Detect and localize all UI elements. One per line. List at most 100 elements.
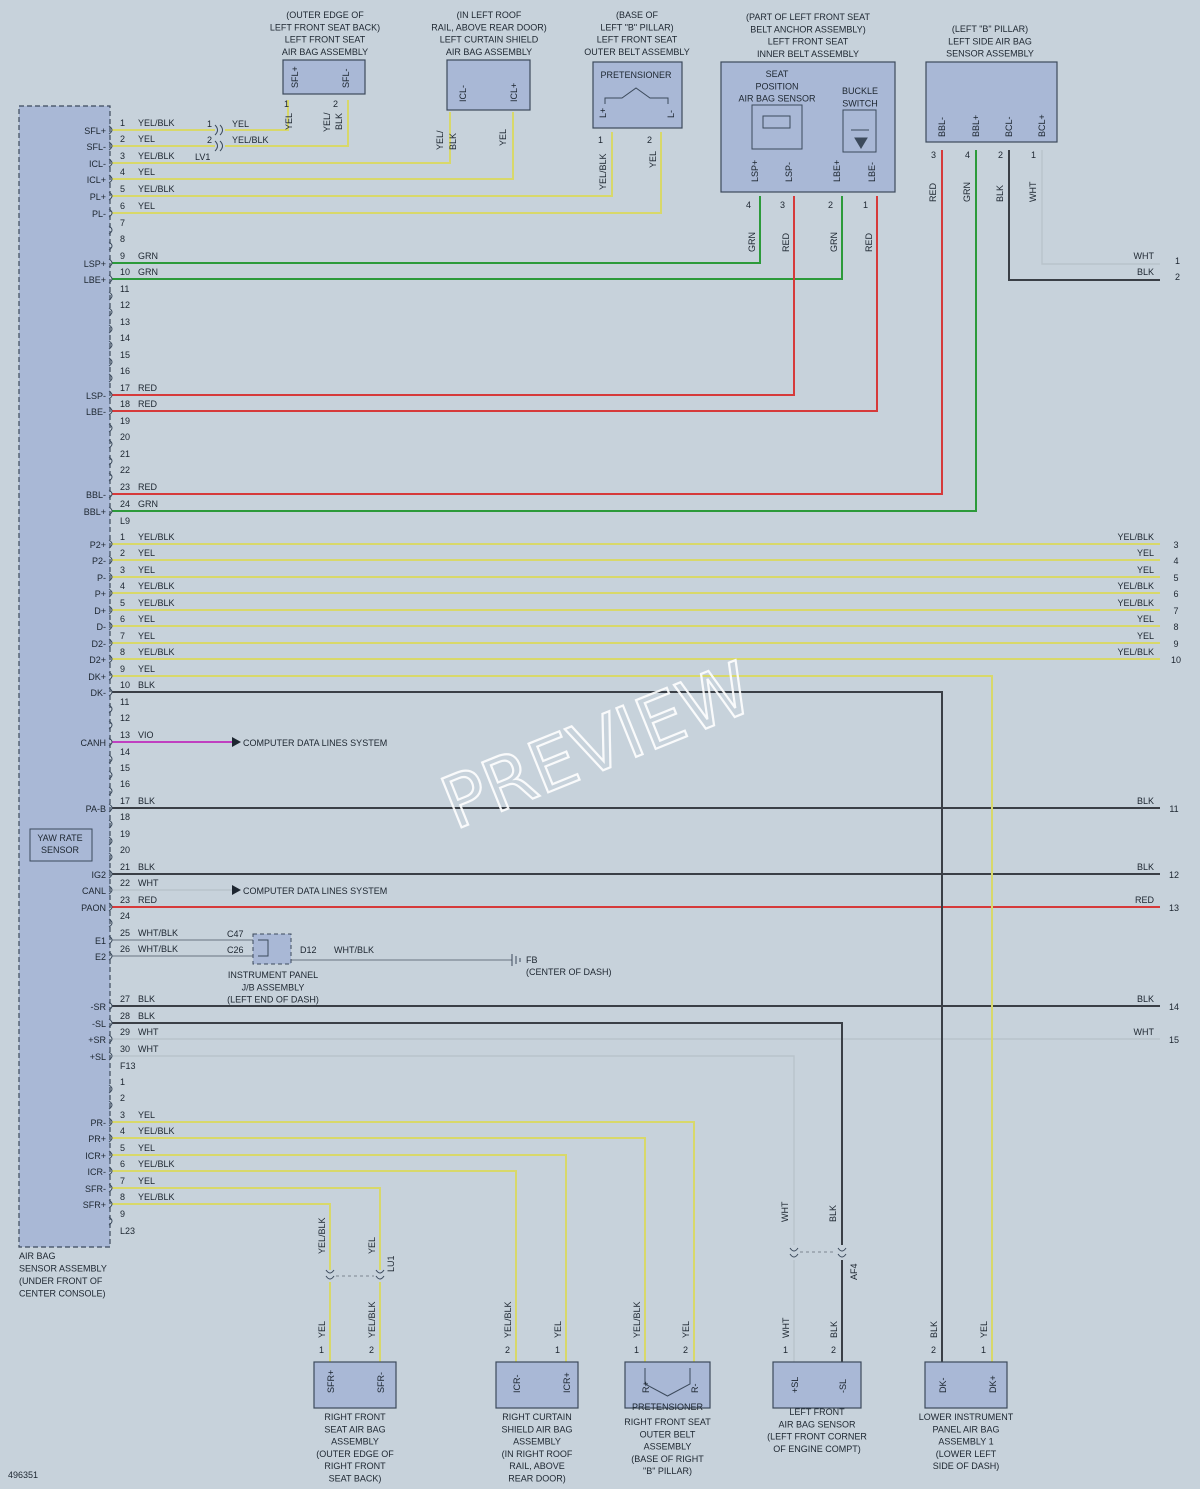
pin-signal-label: IG2 xyxy=(91,870,106,880)
wire-color-label: YEL xyxy=(138,1110,155,1120)
wire-color-label: GRN xyxy=(962,182,972,202)
pin-number: 6 xyxy=(120,614,125,624)
pin-terminal xyxy=(108,208,113,218)
buckle-caption: INNER BELT ASSEMBLY xyxy=(757,49,859,59)
pretensioner-title: PRETENSIONER xyxy=(632,1402,704,1412)
pin-signal-label: LSP- xyxy=(86,391,106,401)
pin-terminal xyxy=(108,621,113,631)
pin-number: 12 xyxy=(120,713,130,723)
wire-color-label: YEL/BLK xyxy=(598,153,608,190)
pin-signal-label: +SL xyxy=(790,1377,800,1393)
can-link-label: COMPUTER DATA LINES SYSTEM xyxy=(243,886,387,896)
pin-number: 15 xyxy=(1169,1035,1179,1045)
pin-terminal xyxy=(108,704,113,714)
pin-number: 2 xyxy=(683,1345,688,1355)
pin-terminal xyxy=(108,572,113,582)
wire-color-label: YEL xyxy=(681,1321,691,1338)
pin-terminal xyxy=(108,1150,113,1160)
pin-terminal xyxy=(108,539,113,549)
pin-number: 18 xyxy=(120,812,130,822)
pin-terminal xyxy=(108,225,113,235)
pin-terminal xyxy=(108,357,113,367)
pin-terminal xyxy=(108,141,113,151)
wire-color-label: WHT/BLK xyxy=(334,945,374,955)
pin-signal-label: R- xyxy=(690,1384,700,1394)
pin-terminal xyxy=(108,836,113,846)
wire-color-label: RED xyxy=(864,232,874,252)
left-side-air-bag-sensor xyxy=(925,61,1058,143)
icl-caption: LEFT CURTAIN SHIELD xyxy=(440,35,539,45)
pin-number: 12 xyxy=(120,300,130,310)
pin-number: 2 xyxy=(998,150,1003,160)
pin-number: 8 xyxy=(1173,622,1178,632)
pin-terminal xyxy=(108,819,113,829)
af4-label: AF4 xyxy=(849,1263,859,1280)
buckle-caption: BELT ANCHOR ASSEMBLY) xyxy=(750,24,866,34)
pin-terminal xyxy=(108,1001,113,1011)
pin-signal-label: BBL- xyxy=(86,490,106,500)
pin-terminal xyxy=(108,935,113,945)
wire-sfr-minus-a xyxy=(112,1187,381,1270)
pin-number: 5 xyxy=(120,184,125,194)
pin-signal-label: PL- xyxy=(92,209,106,219)
wire-color-label: BLK xyxy=(448,133,458,150)
pin-signal-label: R+ xyxy=(641,1381,651,1393)
yaw-rate-label: YAW RATE xyxy=(37,833,82,843)
wire-color-label: BLK xyxy=(1137,862,1154,872)
wires-layer xyxy=(112,100,1160,1362)
left-pretensioner xyxy=(592,61,683,129)
pin-number: 1 xyxy=(1031,150,1036,160)
right-pretensioner-caption: "B" PILLAR) xyxy=(643,1466,692,1476)
wire-color-label: RED xyxy=(1135,895,1155,905)
wire-color-label: YEL xyxy=(979,1321,989,1338)
right-pretensioner xyxy=(624,1361,711,1409)
pin-terminal xyxy=(108,191,113,201)
pin-number: 2 xyxy=(505,1345,510,1355)
pin-number: 11 xyxy=(120,284,129,294)
pin-signal-label: LBE+ xyxy=(84,275,106,285)
pin-number: 9 xyxy=(120,664,125,674)
right-curtain-shield-air-bag-caption: ASSEMBLY xyxy=(513,1437,561,1447)
wire-color-label: YEL/BLK xyxy=(317,1217,327,1254)
pin-signal-label: BCL+ xyxy=(1037,114,1047,137)
pin-number: 21 xyxy=(120,862,130,872)
wire-color-label: YEL/BLK xyxy=(138,1159,175,1169)
lower-instrument-panel-air-bag-caption: LOWER INSTRUMENT xyxy=(919,1412,1014,1422)
wire-color-label: BLK xyxy=(138,1011,155,1021)
wire-color-label: RED xyxy=(928,182,938,202)
sensor-name: (UNDER FRONT OF xyxy=(19,1276,103,1286)
pin-number: 7 xyxy=(120,631,125,641)
pin-number: 17 xyxy=(120,796,130,806)
wire-lbe-minus xyxy=(112,196,878,412)
squib-symbol xyxy=(644,1368,691,1397)
wire-color-label: WHT xyxy=(138,1027,159,1037)
pin-number: 5 xyxy=(120,598,125,608)
sfl-caption: LEFT FRONT SEAT xyxy=(285,35,366,45)
wire-color-label: YEL/BLK xyxy=(367,1301,377,1338)
pin-number: 4 xyxy=(746,200,751,210)
wire-dk-plus xyxy=(112,675,993,1362)
wire-color-label: YEL xyxy=(498,129,508,146)
pin-signal-label: ICL+ xyxy=(509,83,519,102)
pin-terminal xyxy=(108,869,113,879)
pin-number: 7 xyxy=(120,1176,125,1186)
pin-number: 8 xyxy=(120,647,125,657)
pin-number: 1 xyxy=(120,532,125,542)
yaw-rate-sensor xyxy=(29,828,93,862)
pin-number: 1 xyxy=(634,1345,639,1355)
wire-color-label: BLK xyxy=(1137,994,1154,1004)
pin-number: 2 xyxy=(931,1345,936,1355)
pin-number: 2 xyxy=(1175,272,1180,282)
wire-color-label: YEL xyxy=(138,201,155,211)
right-front-seat-air-bag-caption: SEAT AIR BAG xyxy=(324,1424,385,1434)
wire-color-label: YEL xyxy=(138,664,155,674)
wire-pr-plus xyxy=(112,1137,646,1362)
pin-terminal xyxy=(108,158,113,168)
wire-color-label: WHT xyxy=(1028,181,1038,202)
pin-signal-label: D2+ xyxy=(89,655,106,665)
icl-caption: AIR BAG ASSEMBLY xyxy=(446,47,532,57)
jb-bus xyxy=(258,939,269,957)
wire-color-label: WHT xyxy=(138,878,159,888)
pin-signal-label: +SR xyxy=(88,1035,106,1045)
